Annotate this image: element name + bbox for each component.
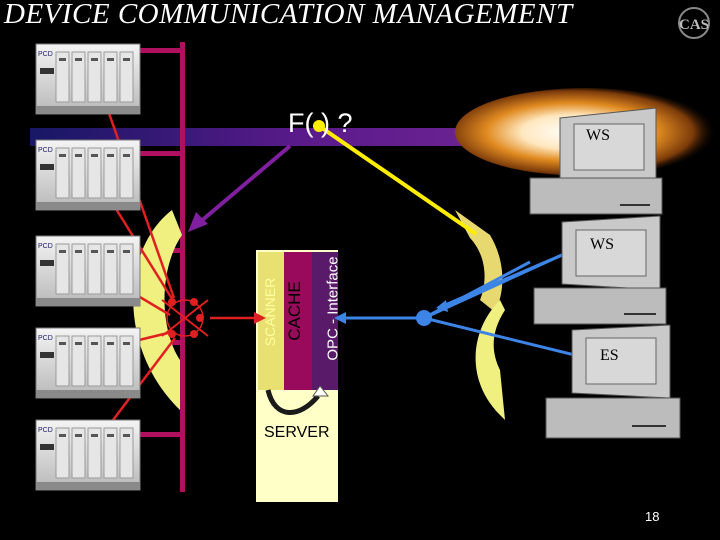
pcd-device-1: PCD: [35, 43, 141, 115]
scanner-label: SCANNER: [262, 277, 278, 347]
right-arc-bottom: [475, 300, 505, 420]
switch-node: [161, 298, 209, 338]
page-number: 18: [645, 509, 660, 524]
yellow-dot: [313, 120, 325, 132]
blue-hub: [416, 310, 432, 326]
workstation-2-label: WS: [590, 236, 614, 253]
pcd-device-3: PCD: [35, 235, 141, 307]
scanner-layer: [258, 252, 284, 390]
opc-interface-label: OPC - Interface: [324, 256, 342, 361]
pcd-device-2: PCD: [35, 139, 141, 211]
workstation-1: [529, 107, 663, 215]
pcd-device-label: PCD: [38, 51, 53, 58]
server-label: SERVER: [264, 424, 330, 441]
pcd-device-label: PCD: [38, 335, 53, 342]
purple-arrow: [198, 144, 292, 224]
formula-label: F( ) ?: [288, 108, 353, 138]
opc-pointer: [312, 385, 330, 397]
device-bus-bar: [180, 42, 185, 492]
opc-layer: [312, 252, 338, 390]
purple-arrowhead: [188, 212, 208, 232]
red-arrowhead: [254, 312, 266, 324]
logo-text: CAS: [679, 17, 709, 33]
workstation-1-label: WS: [586, 127, 610, 144]
workstation-2: [533, 215, 667, 325]
blue-links: [340, 253, 596, 362]
blue-arrowhead-left: [334, 312, 346, 324]
cache-label: CACHE: [285, 281, 304, 341]
engineering-station-label: ES: [600, 347, 619, 364]
pcd-device-label: PCD: [38, 147, 53, 154]
left-arc: [133, 210, 182, 410]
pcd-device-label: PCD: [38, 243, 53, 250]
server-return-arc: [265, 389, 320, 415]
pcd-device-label: PCD: [38, 427, 53, 434]
pcd-device-5: PCD: [35, 419, 141, 491]
page-title: DEVICE COMMUNICATION MANAGEMENT: [4, 0, 573, 30]
blue-arrowhead-right: [436, 300, 448, 312]
pcd-device-4: PCD: [35, 327, 141, 399]
cache-layer: [284, 252, 312, 390]
workstation-3: [545, 324, 681, 439]
cas-logo: CAS: [678, 7, 710, 39]
device-stack: PCD PCD PCD PCD PCD: [35, 43, 141, 491]
yellow-link: [320, 126, 478, 236]
